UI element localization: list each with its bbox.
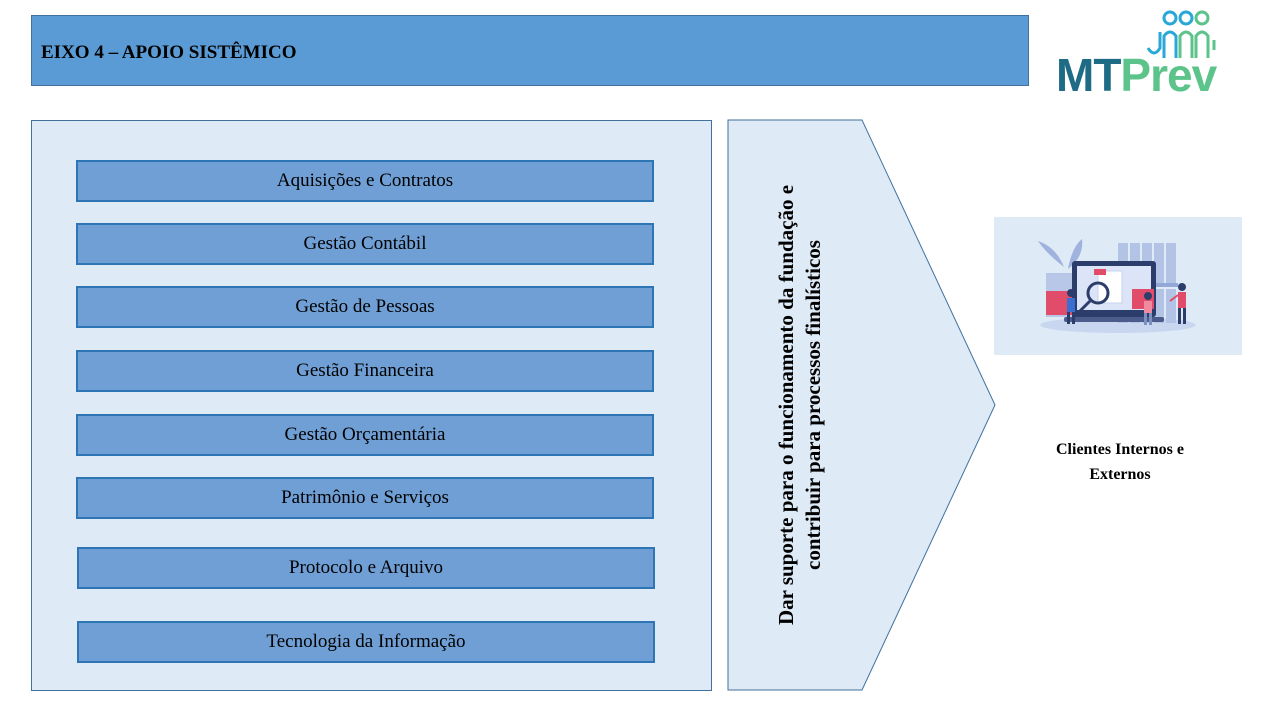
area-item-pessoas: Gestão de Pessoas: [76, 286, 654, 328]
areas-panel: Aquisições e Contratos Gestão Contábil G…: [31, 120, 712, 691]
mtprev-logo: MTPrev: [1052, 8, 1232, 100]
area-item-contabil: Gestão Contábil: [76, 223, 654, 265]
arrow-label-box: Dar suporte para o funcionamento da fund…: [745, 152, 855, 657]
area-item-patrimonio: Patrimônio e Serviços: [76, 477, 654, 519]
area-item-protocolo: Protocolo e Arquivo: [77, 547, 655, 589]
area-item-orcamentaria: Gestão Orçamentária: [76, 414, 654, 456]
logo-text-mt: MT: [1056, 49, 1121, 101]
logo-text-prev: Prev: [1120, 49, 1217, 101]
area-item-financeira: Gestão Financeira: [76, 350, 654, 392]
people-icon: [1146, 10, 1216, 58]
header-banner: EIXO 4 – APOIO SISTÊMICO: [31, 15, 1029, 86]
area-item-aquisicoes: Aquisições e Contratos: [76, 160, 654, 202]
office-illustration: [994, 217, 1242, 355]
target-label: Clientes Internos e Externos: [1056, 441, 1184, 483]
arrow-label: Dar suporte para o funcionamento da fund…: [774, 184, 825, 625]
office-illustration-icon: [1038, 239, 1196, 333]
area-item-ti: Tecnologia da Informação: [77, 621, 655, 663]
logo-text: MTPrev: [1056, 49, 1217, 101]
chevron-arrow: [727, 119, 996, 691]
page-title: EIXO 4 – APOIO SISTÊMICO: [41, 42, 297, 63]
